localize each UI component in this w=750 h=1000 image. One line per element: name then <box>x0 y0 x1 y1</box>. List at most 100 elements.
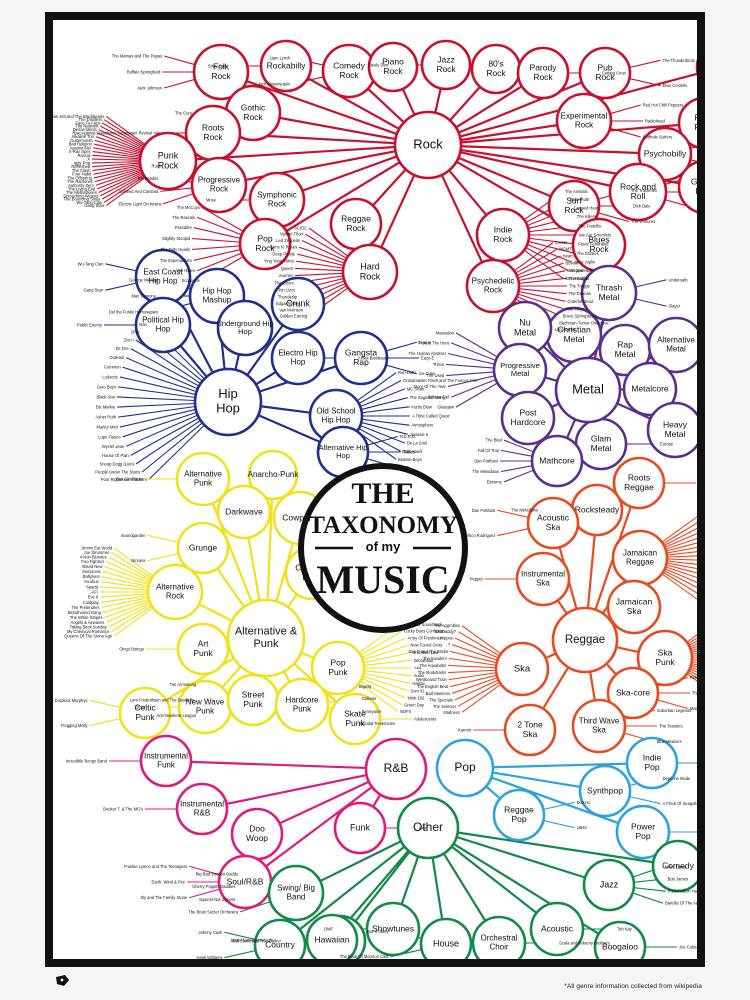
genre-node-ska-core[interactable]: Ska-core <box>606 666 660 720</box>
family-hub-rock[interactable]: Rock <box>393 110 463 180</box>
genre-node-metalcore[interactable]: Metalcore <box>622 361 678 417</box>
genre-label: Indie <box>494 224 513 234</box>
genre-node-darkwave[interactable]: Darkwave <box>216 484 272 540</box>
family-hub-metal[interactable]: Metal <box>554 356 622 424</box>
genre-node-hawaiian[interactable]: Hawaiian <box>305 913 359 959</box>
genre-label: Rockabilly <box>267 60 306 70</box>
family-hub-alternative_punk[interactable]: Alternative &Punk <box>226 598 306 678</box>
genre-node-rockabilly[interactable]: Rockabilly <box>259 39 313 93</box>
genre-node-crunk[interactable]: Crunk <box>270 276 326 332</box>
genre-node-mathcore[interactable]: Mathcore <box>530 434 584 488</box>
genre-node-boogaloo[interactable]: Boogaloo <box>593 920 647 959</box>
genre-node-funk[interactable]: Funk <box>333 801 387 855</box>
family-hub-reggae[interactable]: Reggae <box>551 606 619 674</box>
band-twig <box>686 634 697 643</box>
genre-label: Gangsta <box>345 347 377 357</box>
genre-node-acoustic[interactable]: Acoustic <box>529 901 585 957</box>
band-label: Earth, Wind & Fire <box>152 880 186 885</box>
family-hub-rnb[interactable]: R&B <box>364 737 428 801</box>
family-hub-other[interactable]: Other <box>396 796 460 860</box>
genre-node-garage-rock[interactable]: GarageRock <box>677 160 697 214</box>
genre-node-jazz[interactable]: Jazz <box>582 858 636 912</box>
genre-node-showtunes[interactable]: Showtunes <box>365 901 421 957</box>
genre-node-grunge[interactable]: Grunge <box>176 521 230 575</box>
band-twig <box>148 424 205 481</box>
genre-label: Hardcore <box>286 696 319 705</box>
genre-node-anarcho-punk[interactable]: Anarcho-Punk <box>248 449 300 501</box>
genre-node-synthpop[interactable]: Synthpop <box>578 764 632 818</box>
genre-node-country[interactable]: Country <box>253 918 307 959</box>
genre-node-ska[interactable]: Ska <box>494 641 550 697</box>
family-hub-pop[interactable]: Pop <box>435 738 495 798</box>
band-label: Bruce Springsteen <box>563 313 597 318</box>
band-twig <box>448 664 497 669</box>
band-twig <box>633 887 666 892</box>
genre-node-rocksteady[interactable]: Rocksteady <box>570 483 624 537</box>
genre-node-house[interactable]: House <box>419 917 473 959</box>
band-twig <box>103 175 145 203</box>
genre-label: Rocksteady <box>575 504 620 514</box>
band-twig <box>192 245 241 251</box>
band-label: De La Soul <box>407 441 427 446</box>
genre-label: Acoustic <box>541 923 574 933</box>
genre-node-comedy[interactable]: Comedy <box>651 839 697 893</box>
